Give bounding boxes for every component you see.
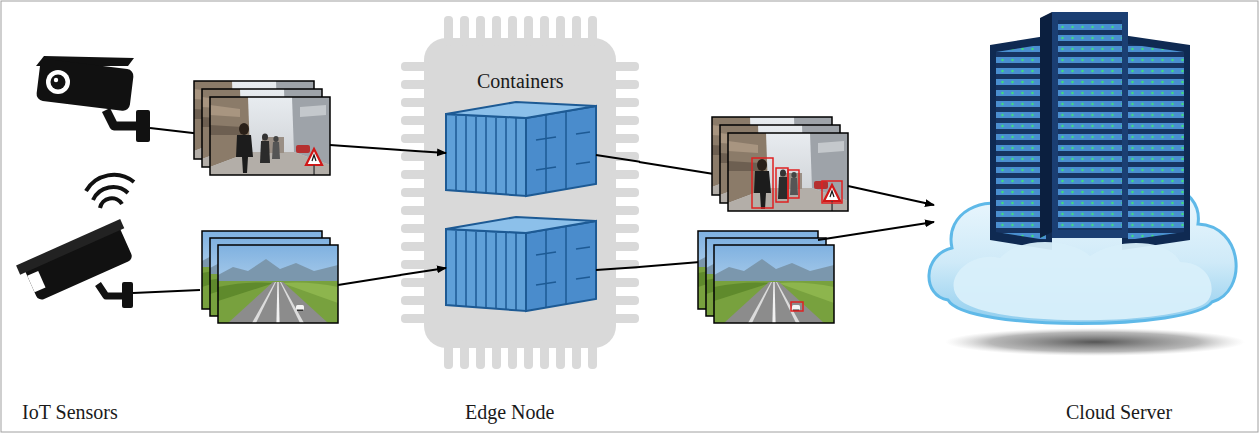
video-frames <box>202 231 338 323</box>
container-icon <box>446 102 596 196</box>
video-frames <box>194 81 330 175</box>
flow-line <box>330 145 401 150</box>
chip-outline <box>400 15 640 370</box>
feed-line <box>133 290 200 293</box>
flow-line <box>639 162 720 175</box>
cctv-camera <box>36 56 150 142</box>
node-text: Containers <box>477 69 564 93</box>
flow-line <box>639 262 700 267</box>
edge-node-chip: Containers <box>400 15 640 370</box>
cloud-server <box>929 12 1245 356</box>
container-icon <box>446 217 596 311</box>
column-label: Edge Node <box>465 400 554 424</box>
wireless-camera <box>16 175 137 308</box>
detected-frames <box>712 117 848 211</box>
flow-arrow <box>818 222 934 240</box>
flow-line <box>338 275 401 285</box>
flow-arrow <box>848 186 934 205</box>
column-label: Cloud Server <box>1066 400 1172 424</box>
column-label: IoT Sensors <box>22 400 118 424</box>
detected-frames <box>698 231 834 323</box>
